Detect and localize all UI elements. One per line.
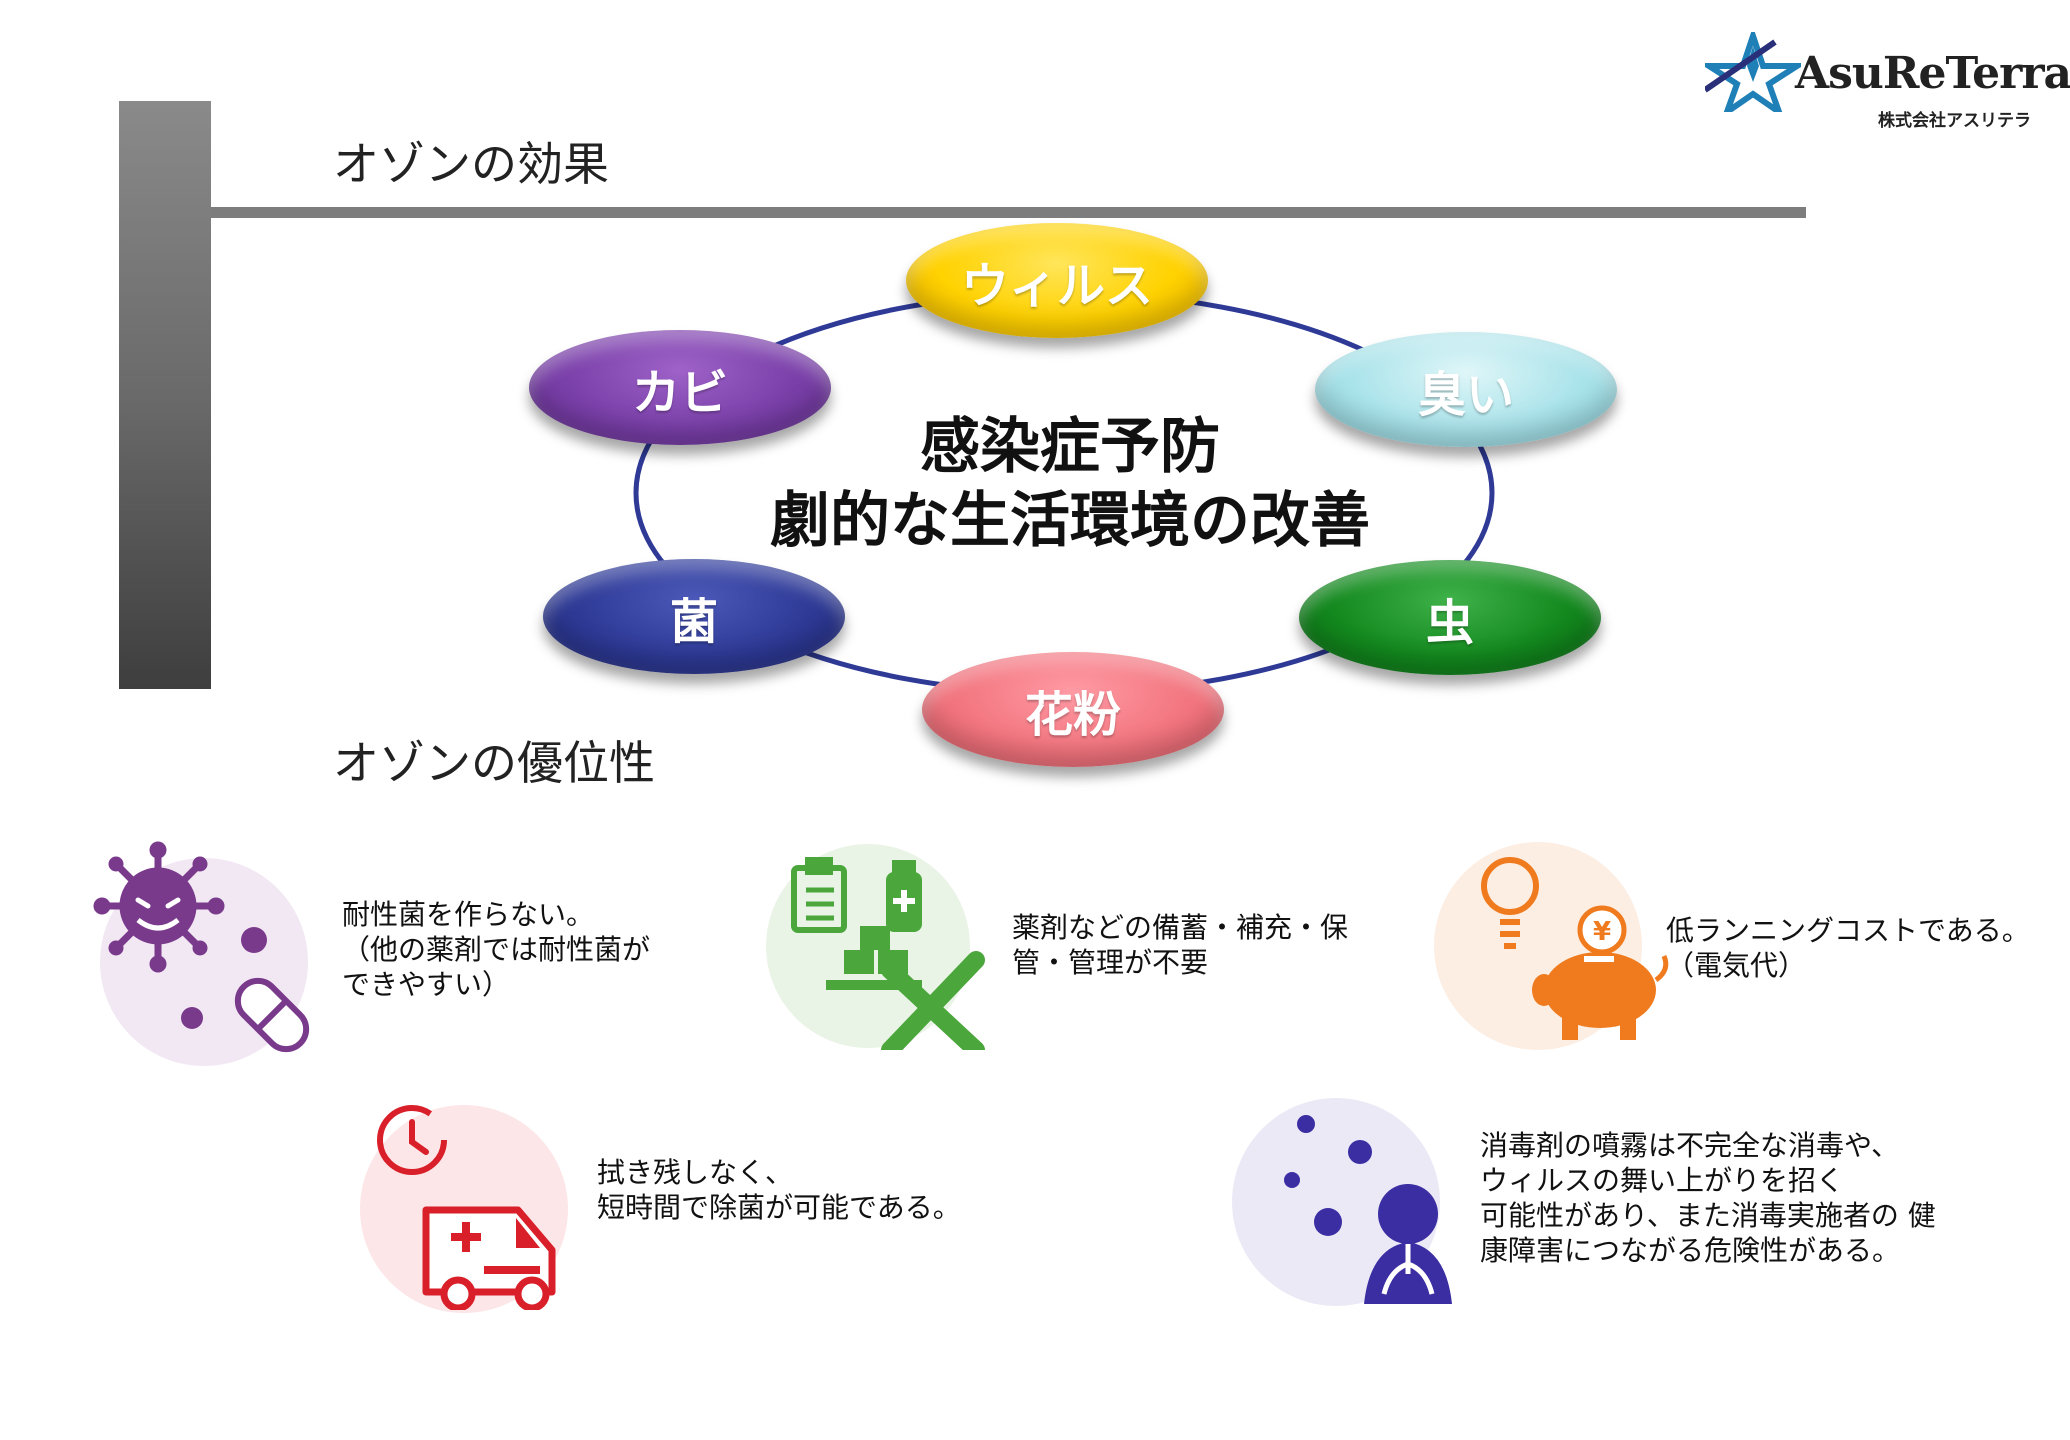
bulb-piggybank-icon: ¥	[1481, 857, 1669, 1040]
feature-speed-text: 拭き残しなく、 短時間で除菌が可能である。	[597, 1156, 961, 1224]
star-logo-icon	[1705, 32, 1801, 112]
svg-text:¥: ¥	[1593, 917, 1611, 947]
clock-ambulance-icon	[377, 1105, 556, 1310]
section-title-advantages: オゾンの優位性	[333, 736, 655, 790]
effect-item-odor: 臭い	[1315, 332, 1617, 447]
virus-pill-icon	[93, 841, 310, 1053]
effect-item-germ: 菌	[543, 559, 845, 674]
left-accent-bar	[119, 101, 211, 689]
effect-item-insect: 虫	[1299, 560, 1601, 675]
feature-storage-text: 薬剤などの備蓄・補充・保 管・管理が不要	[1012, 911, 1349, 979]
effect-item-mold: カビ	[529, 330, 831, 445]
medicine-storage-cross-icon	[791, 857, 985, 1050]
section-title-effects: オゾンの効果	[333, 137, 609, 191]
logo-name: AsuReTerra	[1795, 48, 2070, 99]
diagram-center-text: 感染症予防 劇的な生活環境の改善	[700, 410, 1440, 558]
company-logo	[1705, 30, 2045, 130]
effect-item-virus: ウィルス	[906, 223, 1208, 338]
logo-subtitle: 株式会社アスリテラ	[1878, 111, 2031, 131]
header-rule	[211, 207, 1806, 218]
effect-item-pollen: 花粉	[922, 652, 1224, 767]
feature-resistance-text: 耐性菌を作らない。 （他の薬剤では耐性菌が できやすい）	[342, 898, 651, 1001]
center-line-1: 感染症予防	[920, 412, 1220, 482]
feature-cost-text: 低ランニングコストである。 （電気代）	[1666, 914, 2030, 982]
person-lungs-virus-icon	[1284, 1115, 1452, 1304]
feature-safety-text: 消毒剤の噴霧は不完全な消毒や、 ウィルスの舞い上がりを招く 可能性があり、また消…	[1480, 1129, 1936, 1267]
center-line-2: 劇的な生活環境の改善	[770, 486, 1370, 556]
